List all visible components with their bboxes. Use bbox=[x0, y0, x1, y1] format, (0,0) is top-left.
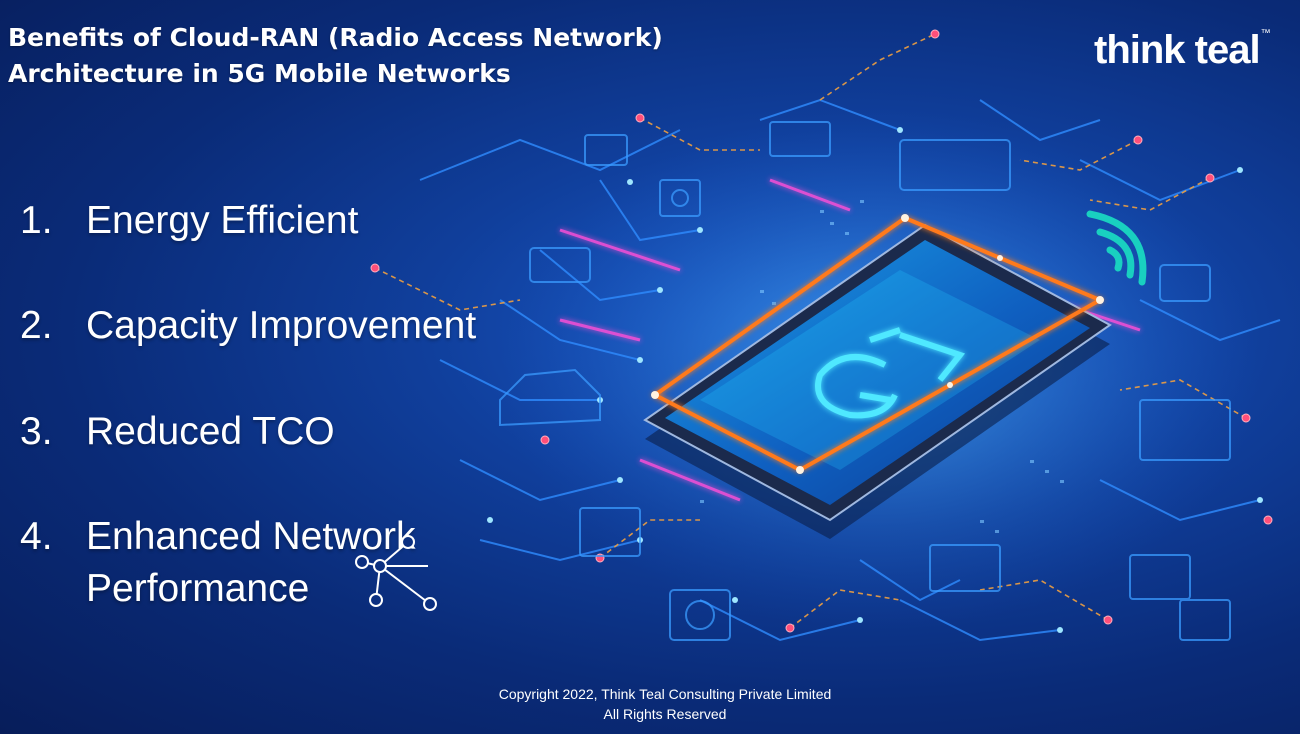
logo-text: think teal bbox=[1094, 28, 1261, 72]
benefit-item: 1. Energy Efficient bbox=[20, 195, 358, 247]
benefit-number: 1. bbox=[20, 199, 53, 242]
network-node-icon bbox=[355, 535, 437, 611]
logo-trademark: ™ bbox=[1260, 28, 1271, 39]
copyright-notice: Copyright 2022, Think Teal Consulting Pr… bbox=[430, 684, 900, 724]
device-outlines bbox=[499, 121, 1231, 641]
benefit-number: 3. bbox=[20, 410, 53, 453]
benefit-label-line-2: Performance bbox=[86, 567, 310, 610]
trace-glow-dots bbox=[487, 127, 1263, 633]
car-icon bbox=[499, 368, 601, 427]
page-title-line-2: Architecture in 5G Mobile Networks bbox=[8, 59, 511, 88]
benefit-label: Reduced TCO bbox=[86, 410, 335, 453]
page-title: Benefits of Cloud-RAN (Radio Access Netw… bbox=[8, 20, 663, 92]
think-teal-logo: think teal™ bbox=[1094, 28, 1271, 73]
benefit-item: 2. Capacity Improvement bbox=[20, 300, 476, 352]
benefit-item: 3. Reduced TCO bbox=[20, 406, 335, 458]
benefit-label-line-1: Enhanced Network bbox=[86, 515, 416, 558]
signal-wave-icon bbox=[1086, 210, 1147, 286]
trace-endpoints bbox=[370, 29, 1273, 633]
benefit-number: 4. bbox=[20, 515, 53, 558]
page-title-line-1: Benefits of Cloud-RAN (Radio Access Netw… bbox=[8, 23, 663, 52]
copyright-line-2: All Rights Reserved bbox=[603, 706, 727, 722]
benefit-number: 2. bbox=[20, 304, 53, 347]
smartphone-icon bbox=[643, 223, 1112, 539]
frame-nodes bbox=[651, 214, 1104, 474]
benefit-label: Energy Efficient bbox=[86, 199, 359, 242]
copyright-line-1: Copyright 2022, Think Teal Consulting Pr… bbox=[498, 686, 832, 702]
benefit-label: Capacity Improvement bbox=[86, 304, 477, 347]
5g-glyph bbox=[815, 327, 966, 419]
data-specks bbox=[700, 200, 1064, 533]
